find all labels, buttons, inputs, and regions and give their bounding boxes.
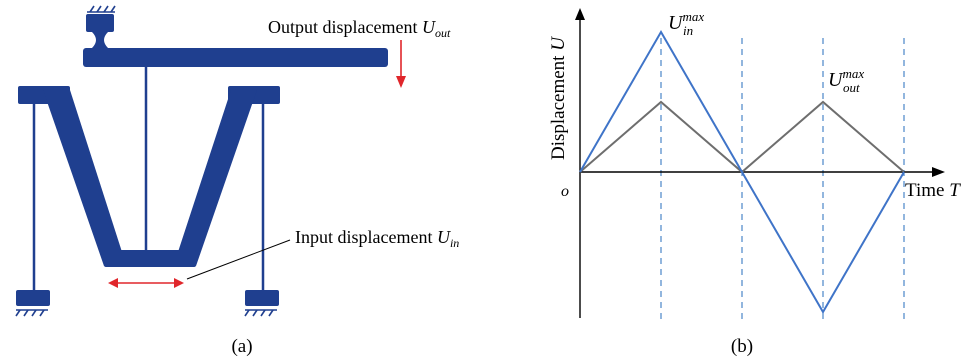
right-ground-block	[245, 290, 279, 306]
left-ground-hatch	[15, 309, 48, 317]
caption-b: (b)	[731, 336, 753, 357]
output-beam	[83, 48, 388, 67]
series-group	[579, 30, 905, 314]
left-diagonal-arm	[43, 90, 122, 266]
output-displacement-label: Output displacement Uout	[268, 17, 451, 40]
panel-a: Output displacement Uout Input displacem…	[15, 5, 459, 357]
x-axis	[580, 167, 945, 177]
u-in-max-annotation: Umax	[668, 9, 704, 34]
right-ground-hatch	[244, 309, 277, 317]
right-diagonal-arm	[178, 90, 257, 266]
y-axis-label: Displacement U	[548, 36, 569, 160]
left-ground-block	[16, 290, 50, 306]
origin-label: o	[561, 183, 569, 200]
input-displacement-label: Input displacement Uin	[295, 227, 459, 250]
top-anchor-block	[86, 14, 114, 32]
dashed-guides	[660, 38, 905, 320]
y-axis	[575, 8, 585, 318]
top-flexure-hinge	[92, 32, 108, 48]
panel-b: Umax in Umax out o Time T Displacement U…	[548, 8, 961, 357]
input-leader-line	[186, 239, 291, 280]
input-bar	[104, 250, 196, 267]
x-axis-label: Time T	[905, 180, 961, 201]
output-arrow	[396, 40, 406, 88]
u-out-max-annotation: Umax	[828, 66, 864, 91]
series-line-u-in	[579, 30, 905, 314]
u-in-max-sub: in	[683, 23, 693, 38]
caption-a: (a)	[231, 336, 252, 357]
top-ground-hatch	[87, 5, 116, 13]
u-out-max-sub: out	[843, 80, 860, 95]
input-arrow	[108, 278, 184, 288]
